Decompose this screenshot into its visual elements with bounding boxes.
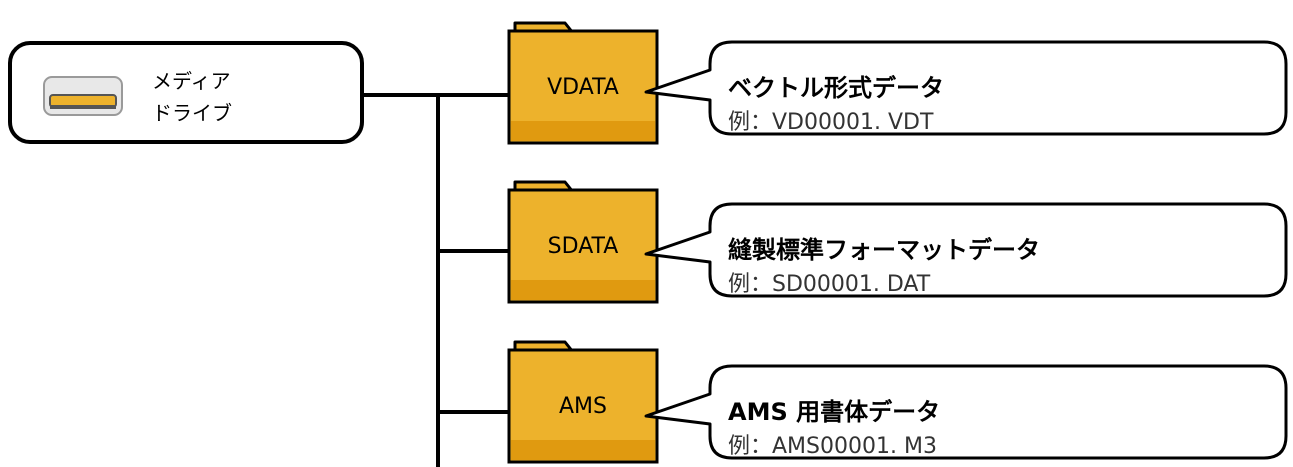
media-drive-label-line2: ドライブ xyxy=(152,101,232,125)
callout-example: 例：VD00001. VDT xyxy=(728,110,934,135)
callout-title: ベクトル形式データ xyxy=(728,74,944,102)
folder-icon xyxy=(507,21,659,145)
folder-vdata[interactable]: VDATA xyxy=(503,13,663,148)
callout-example: 例：SD00001. DAT xyxy=(728,272,931,297)
callout-sdata: 縫製標準フォーマットデータ 例：SD00001. DAT xyxy=(640,202,1290,302)
folder-icon xyxy=(507,340,659,464)
media-drive-label: メディア ドライブ xyxy=(152,65,232,129)
callout-example: 例：AMS00001. M3 xyxy=(728,434,937,459)
media-drive-icon xyxy=(43,76,123,116)
callout-bubble xyxy=(644,364,1288,460)
callout-bubble xyxy=(644,40,1288,136)
callout-title: AMS 用書体データ xyxy=(728,398,941,426)
callout-bubble xyxy=(644,202,1288,298)
folder-name: VDATA xyxy=(547,75,619,100)
folder-name: AMS xyxy=(559,394,607,419)
media-drive-label-line1: メディア xyxy=(152,69,231,93)
media-drive-node[interactable]: メディア ドライブ xyxy=(8,41,364,144)
folder-sdata[interactable]: SDATA xyxy=(503,172,663,307)
folder-ams[interactable]: AMS xyxy=(503,332,663,467)
folder-name: SDATA xyxy=(547,234,619,259)
folder-icon xyxy=(507,180,659,304)
callout-ams: AMS 用書体データ 例：AMS00001. M3 xyxy=(640,364,1290,464)
callout-title: 縫製標準フォーマットデータ xyxy=(728,236,1040,264)
callout-vdata: ベクトル形式データ 例：VD00001. VDT xyxy=(640,40,1290,140)
